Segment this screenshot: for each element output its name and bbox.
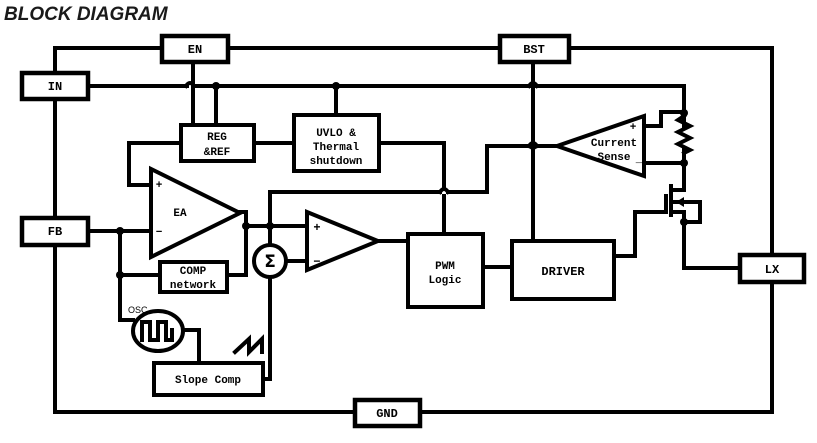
junction-dot bbox=[266, 222, 274, 230]
square-wave-icon bbox=[140, 320, 174, 342]
pin-en: EN bbox=[159, 33, 231, 65]
ea-label: EA bbox=[173, 208, 187, 220]
pin-lx-label: LX bbox=[765, 263, 780, 277]
uvlo-label-3: shutdown bbox=[310, 156, 363, 168]
resistor-icon bbox=[673, 113, 695, 156]
cs-minus-sign: _ bbox=[635, 154, 643, 166]
reg-ref-block: REG &REF bbox=[179, 123, 256, 163]
driver-label: DRIVER bbox=[541, 265, 585, 279]
wire-ea-out bbox=[238, 210, 309, 228]
error-amplifier: + − EA bbox=[149, 165, 245, 261]
pin-lx: LX bbox=[737, 252, 807, 285]
pwm-logic-label-2: Logic bbox=[428, 275, 461, 287]
pin-fb: FB bbox=[19, 215, 91, 248]
junction-dot bbox=[116, 227, 124, 235]
reg-ref-label-1: REG bbox=[207, 132, 227, 144]
cs-plus-sign: + bbox=[630, 122, 637, 134]
pwm-comparator: + − bbox=[305, 209, 384, 273]
wire-uvlo-pwm bbox=[377, 141, 446, 235]
wire-vin-bus bbox=[86, 84, 686, 129]
current-sense-label-2: Sense bbox=[597, 152, 630, 164]
uvlo-label-1: UVLO & bbox=[316, 128, 356, 140]
wire-source bbox=[669, 210, 742, 270]
wire-compnet-ea bbox=[225, 224, 248, 277]
junction-dot bbox=[332, 82, 340, 90]
wire-drain bbox=[669, 161, 686, 192]
reg-ref-label-2: &REF bbox=[204, 147, 230, 159]
junction-dot bbox=[212, 82, 220, 90]
junction-dot bbox=[242, 222, 250, 230]
wire-gnd-left bbox=[53, 243, 357, 414]
wire-fb-comp bbox=[118, 229, 135, 322]
wire-bst-right bbox=[567, 46, 774, 260]
pin-bst-label: BST bbox=[523, 43, 545, 57]
pwm-logic-block: PWM Logic bbox=[406, 232, 485, 309]
junction-dot bbox=[680, 109, 688, 117]
diagram-title: BLOCK DIAGRAM bbox=[4, 4, 168, 25]
mosfet-arrow-icon bbox=[676, 197, 684, 207]
pin-gnd-label: GND bbox=[376, 407, 398, 421]
sigma-icon: Σ bbox=[264, 252, 276, 272]
current-sense-label-1: Current bbox=[591, 138, 637, 150]
wire-in-en bbox=[53, 46, 164, 75]
wire-rs-bot bbox=[643, 148, 686, 165]
pin-fb-label: FB bbox=[48, 225, 62, 239]
wire-slope-sum bbox=[261, 276, 272, 381]
wire-right-gnd bbox=[418, 283, 774, 414]
wire-driver-gate bbox=[612, 210, 668, 258]
pwm-logic-label-1: PWM bbox=[435, 261, 455, 273]
wire-body bbox=[669, 200, 702, 224]
wire-hop-uvlo bbox=[437, 187, 451, 195]
osc-label: OSC bbox=[128, 305, 148, 315]
pin-en-label: EN bbox=[188, 43, 202, 57]
comp-network-block: COMP network bbox=[158, 260, 229, 294]
oscillator: OSC bbox=[128, 305, 185, 353]
uvlo-thermal-block: UVLO & Thermal shutdown bbox=[292, 113, 381, 173]
driver-block: DRIVER bbox=[510, 239, 616, 301]
wire-reg-ea bbox=[127, 141, 182, 187]
junction-dot bbox=[680, 218, 688, 226]
cmp-plus-sign: + bbox=[313, 221, 320, 235]
slope-comp-block: Slope Comp bbox=[152, 361, 265, 397]
pin-bst: BST bbox=[497, 33, 572, 65]
pin-gnd: GND bbox=[352, 397, 423, 429]
ea-plus-sign: + bbox=[156, 180, 163, 192]
sawtooth-icon bbox=[232, 334, 264, 357]
summing-node: Σ bbox=[252, 243, 288, 279]
uvlo-label-2: Thermal bbox=[313, 142, 360, 154]
junction-dot bbox=[529, 142, 537, 150]
wire-osc-slope bbox=[182, 328, 201, 364]
slope-comp-label: Slope Comp bbox=[175, 375, 241, 387]
current-sense-amplifier: + Current Sense _ bbox=[550, 113, 646, 179]
junction-dot bbox=[680, 159, 688, 167]
junction-dot bbox=[116, 271, 124, 279]
pin-in-label: IN bbox=[48, 80, 62, 94]
comp-network-label-2: network bbox=[170, 280, 217, 292]
ea-minus-sign: − bbox=[156, 227, 163, 239]
pin-in: IN bbox=[19, 70, 91, 102]
comp-network-label-1: COMP bbox=[180, 266, 207, 278]
cmp-minus-sign: − bbox=[313, 255, 320, 269]
